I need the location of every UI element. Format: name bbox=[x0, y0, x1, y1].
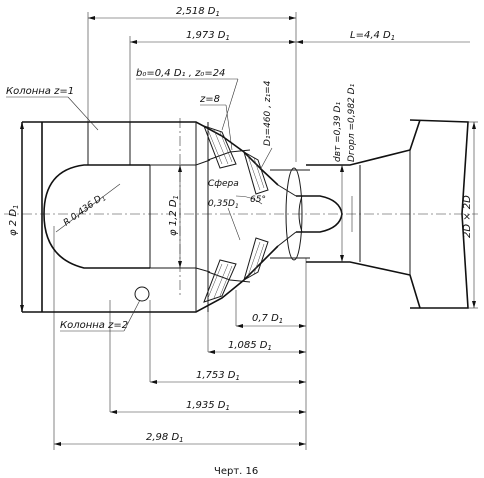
d460-callout: D₁=460 , z₁=4 bbox=[259, 80, 273, 171]
column1-label: Колонна z=1 bbox=[6, 86, 74, 97]
dim-1085: 1,085 D1 bbox=[208, 340, 306, 354]
dim-07: 0,7 D1 bbox=[236, 313, 306, 328]
dim-298: 2,98 D1 bbox=[54, 432, 306, 446]
sphere-label: Сфера bbox=[208, 179, 239, 189]
b0-callout: b₀=0,4 D₁ , z₀=24 bbox=[136, 68, 239, 131]
dim-phi12-label: φ 1,2 D1 bbox=[168, 195, 180, 236]
dbt-label: dвт =0,39 D₁ bbox=[333, 102, 343, 162]
dgorl-label: Dгорл =0,982 D₁ bbox=[347, 83, 357, 162]
dim-1753-label: 1,753 D1 bbox=[196, 370, 240, 382]
z8-callout: z=8 bbox=[199, 94, 233, 151]
dim-dbt-dgorl bbox=[340, 165, 353, 262]
dim-07-label: 0,7 D1 bbox=[252, 313, 283, 325]
dim-2x2-label: 2D × 2D bbox=[462, 195, 473, 238]
dbt-callout: dвт =0,39 D₁ Dгорл =0,982 D₁ bbox=[333, 83, 357, 162]
sphere-callout: Сфера 0,35D1 65° bbox=[208, 179, 266, 241]
dim-2518: 2,518 D1 bbox=[88, 6, 296, 20]
dim-1973: 1,973 D1 bbox=[130, 30, 296, 44]
column1-callout: Колонна z=1 bbox=[6, 86, 99, 131]
b0-label: b₀=0,4 D₁ , z₀=24 bbox=[136, 68, 225, 79]
angle-label: 65° bbox=[250, 195, 266, 205]
sphere-dim-label: 0,35D1 bbox=[208, 199, 239, 210]
dim-1753: 1,753 D1 bbox=[150, 370, 306, 384]
dim-1085-label: 1,085 D1 bbox=[228, 340, 272, 352]
dim-1973-label: 1,973 D1 bbox=[186, 30, 230, 42]
column2-callout: Колонна z=2 bbox=[60, 286, 150, 332]
dim-1935: 1,935 D1 bbox=[110, 400, 306, 414]
dim-phi12: φ 1,2 D1 bbox=[168, 165, 182, 268]
dim-L-label: L=4,4 D1 bbox=[350, 30, 395, 42]
inner-bend bbox=[43, 164, 150, 269]
spiral-casing-outline bbox=[21, 121, 279, 313]
column2-label: Колонна z=2 bbox=[60, 320, 128, 331]
figure-caption: Черт. 16 bbox=[214, 466, 258, 477]
dim-phi2-label: φ 2 D1 bbox=[8, 205, 20, 237]
dim-2x2: 2D × 2D bbox=[462, 121, 478, 309]
dim-phi2: φ 2 D1 bbox=[8, 122, 24, 312]
dim-1935-label: 1,935 D1 bbox=[186, 400, 230, 412]
d460-label: D₁=460 , z₁=4 bbox=[263, 80, 273, 146]
dim-radius: R 0,436 D1 bbox=[55, 183, 121, 233]
dim-2518-label: 2,518 D1 bbox=[176, 6, 220, 18]
dim-radius-label: R 0,436 D1 bbox=[62, 192, 108, 229]
stay-vanes-top bbox=[203, 125, 269, 195]
draft-tube bbox=[306, 119, 469, 309]
runner-hub bbox=[270, 167, 343, 261]
dim-L: L=4,4 D1 bbox=[296, 30, 470, 44]
extension-lines bbox=[53, 12, 307, 450]
z8-label: z=8 bbox=[199, 94, 220, 105]
stay-vanes-bottom bbox=[203, 237, 269, 303]
dim-298-label: 2,98 D1 bbox=[146, 432, 184, 444]
